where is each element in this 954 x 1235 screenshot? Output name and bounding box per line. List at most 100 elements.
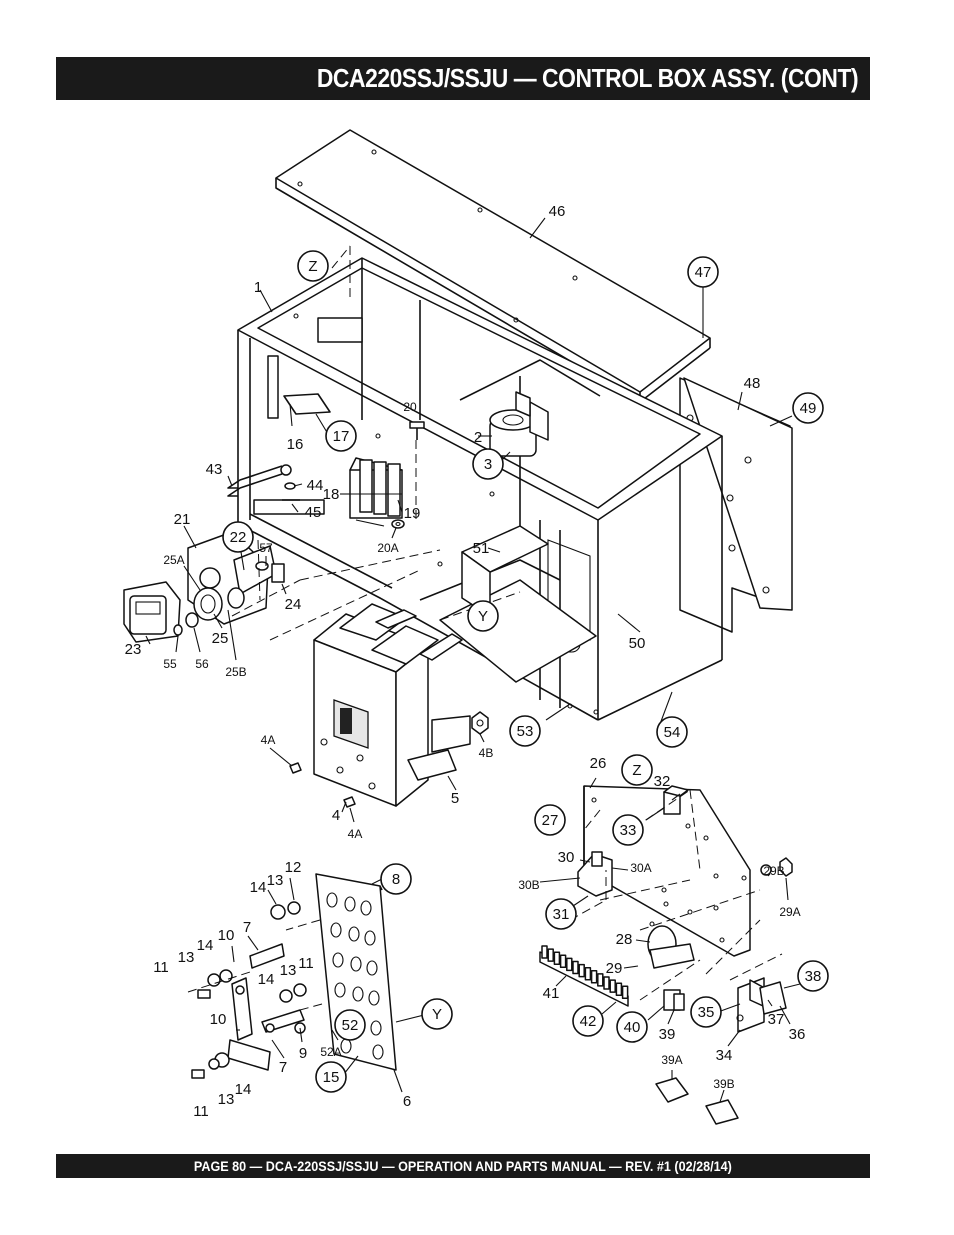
side-panel: [679, 377, 793, 633]
callout-32: 32: [654, 773, 671, 790]
callout-46: 46: [549, 203, 566, 220]
callout-15: 15: [323, 1069, 340, 1086]
footer-text: PAGE 80 — DCA-220SSJ/SSJU — OPERATION AN…: [193, 1158, 732, 1174]
terminal-rib: [553, 951, 561, 965]
plate-hole: [344, 896, 356, 912]
callout-54: 54: [664, 724, 681, 741]
callout-circle-42: [572, 1005, 604, 1037]
link-hardware: [191, 901, 307, 1079]
callout-z-bottom: Z: [632, 762, 641, 779]
callout-labels: 46 Z 1 47 48 49 20 2 3 17 16 43 44 45 18…: [125, 203, 822, 1120]
callout-53: 53: [517, 723, 534, 740]
callout-circle-22: [222, 521, 254, 553]
plate-hole: [330, 922, 342, 938]
callout-52: 52: [342, 1017, 359, 1034]
callout-22: 22: [230, 529, 247, 546]
terminal-rib: [559, 954, 567, 969]
terminal-rib: [590, 970, 598, 984]
callout-56: 56: [195, 657, 209, 671]
plate-hole: [348, 926, 360, 942]
dashed-leader-lines: [187, 245, 783, 1011]
plate-hole: [368, 990, 380, 1006]
callout-10-top: 10: [218, 927, 235, 944]
callout-circle-31: [545, 898, 577, 930]
callout-21: 21: [174, 511, 191, 528]
callout-37: 37: [768, 1011, 785, 1028]
bracket-rod: [227, 464, 325, 515]
page-footer: PAGE 80 — DCA-220SSJ/SSJU — OPERATION AN…: [56, 1154, 870, 1178]
fastener-group-20: [391, 421, 425, 529]
callout-circle-3: [472, 448, 504, 480]
callout-circle-8: [380, 863, 412, 895]
callout-circle-z: [297, 250, 329, 282]
callout-17: 17: [333, 428, 350, 445]
callout-30: 30: [558, 849, 575, 866]
callout-4a-bottom: 4A: [348, 827, 363, 841]
callout-28: 28: [616, 931, 633, 948]
plate-hole: [360, 900, 372, 916]
callout-circle-33: [612, 814, 644, 846]
callout-23: 23: [125, 641, 142, 658]
callout-circle-47: [687, 256, 719, 288]
callout-11-left: 11: [153, 959, 169, 976]
callout-52a: 52A: [320, 1045, 341, 1059]
plate-hole: [370, 1020, 382, 1036]
callout-circle-y2: [421, 998, 453, 1030]
callout-14-right: 14: [258, 971, 275, 988]
callout-10-bottom: 10: [210, 1011, 227, 1028]
plate-hole: [352, 986, 364, 1002]
callout-13-top: 13: [267, 872, 284, 889]
callout-25: 25: [212, 630, 229, 647]
terminal-rib: [547, 948, 554, 962]
callout-34: 34: [716, 1047, 733, 1064]
callout-39: 39: [659, 1026, 676, 1043]
bus-plate: [315, 873, 397, 1071]
callout-circle-15: [315, 1061, 347, 1093]
callout-30b: 30B: [518, 878, 539, 892]
current-transformer: [489, 391, 549, 457]
plate-hole: [332, 952, 344, 968]
callout-29: 29: [606, 960, 623, 977]
callout-39a: 39A: [661, 1053, 682, 1067]
callout-50: 50: [629, 635, 646, 652]
callout-13-left: 13: [178, 949, 195, 966]
callout-circle-y: [467, 600, 499, 632]
callout-41: 41: [543, 985, 560, 1002]
terminal-rib: [615, 982, 623, 996]
plate-hole: [326, 892, 338, 908]
callout-11-bottom: 11: [193, 1103, 209, 1120]
callout-33: 33: [620, 822, 637, 839]
callout-42: 42: [580, 1013, 597, 1030]
callout-20a: 20A: [377, 541, 398, 555]
callout-y-top: Y: [478, 608, 488, 625]
page-title: DCA220SSJ/SSJU — CONTROL BOX ASSY. (CONT…: [316, 63, 859, 93]
terminal-rib: [578, 963, 585, 978]
callout-11-mid: 11: [298, 955, 314, 972]
callout-36: 36: [789, 1026, 806, 1043]
callout-14-bottom: 14: [235, 1081, 252, 1098]
terminal-rib: [541, 945, 548, 959]
callout-31: 31: [553, 906, 570, 923]
plate-hole: [364, 930, 376, 946]
callout-circle-54: [656, 716, 688, 748]
callout-39b: 39B: [713, 1077, 734, 1091]
callout-43: 43: [206, 461, 223, 478]
callout-1: 1: [254, 279, 262, 296]
terminal-rib: [603, 976, 610, 990]
callout-30a: 30A: [630, 861, 651, 875]
callout-14-mid: 14: [197, 937, 214, 954]
callout-circle-z2: [621, 754, 653, 786]
callout-circle-53: [509, 715, 541, 747]
callout-18: 18: [323, 486, 340, 503]
callout-24: 24: [285, 596, 302, 613]
plate-hole: [366, 960, 378, 976]
callout-circle-49: [792, 392, 824, 424]
callout-20: 20: [403, 400, 417, 414]
callout-13-mid: 13: [280, 962, 297, 979]
callout-47: 47: [695, 264, 712, 281]
callout-25b: 25B: [225, 665, 246, 679]
terminal-rib: [621, 985, 629, 1000]
callout-z-top: Z: [308, 258, 317, 275]
terminal-rib: [566, 957, 573, 972]
page-title-banner: DCA220SSJ/SSJU — CONTROL BOX ASSY. (CONT…: [56, 57, 870, 100]
